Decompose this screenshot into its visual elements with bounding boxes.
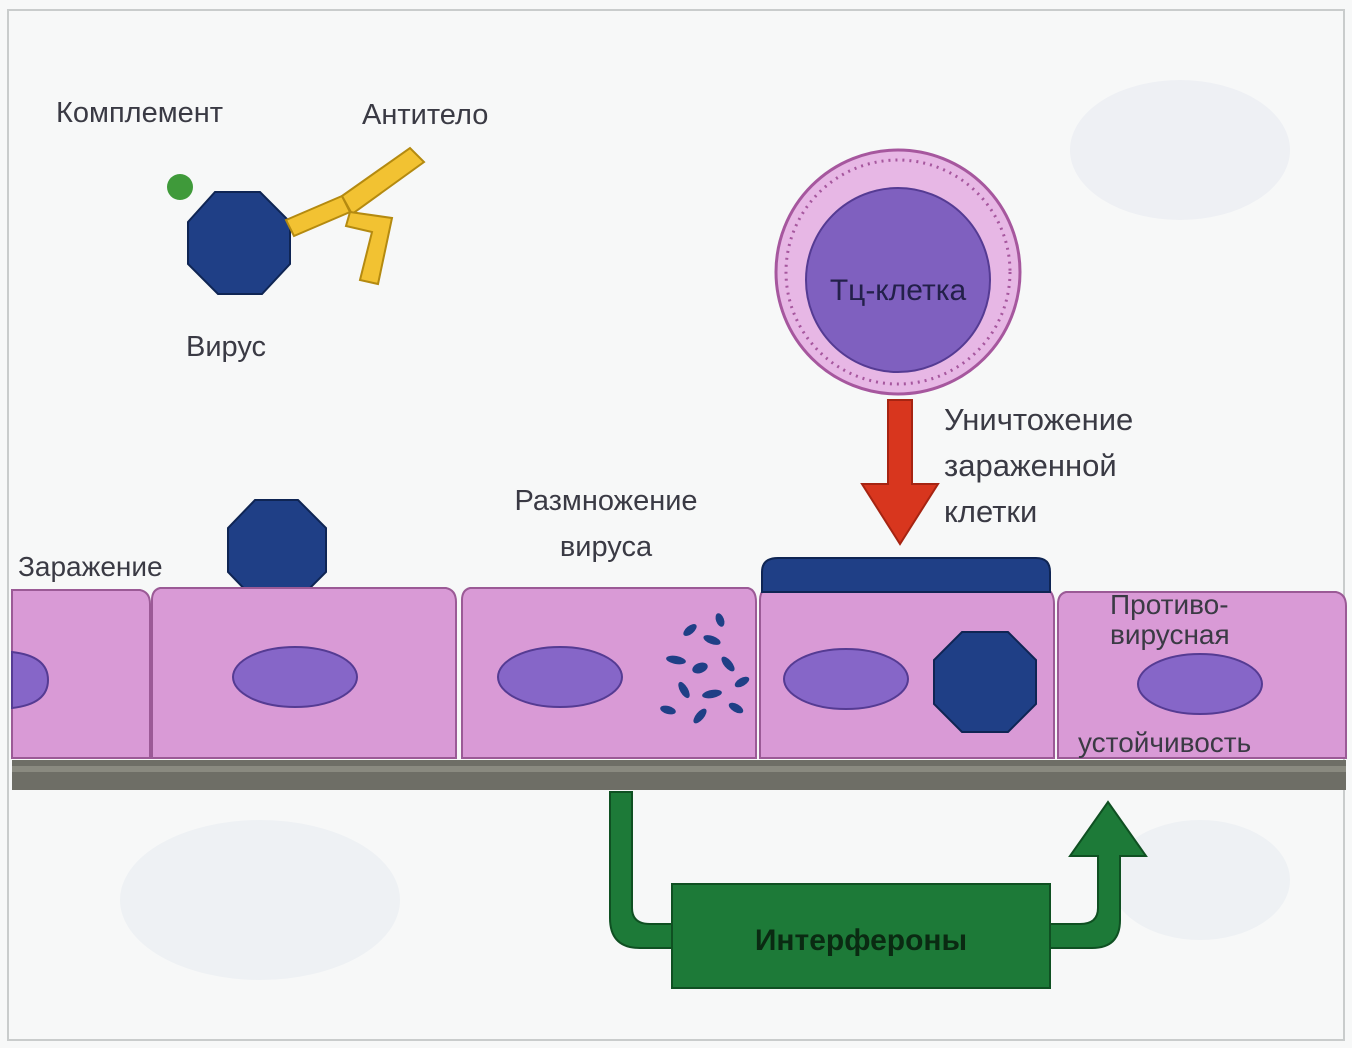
antiviral-label-line1: Противо- [1110, 589, 1229, 620]
bg-blob [1070, 80, 1290, 220]
complement-dot [167, 174, 193, 200]
cell-nucleus [233, 647, 357, 707]
infection-label: Заражение [18, 551, 163, 582]
virus-label: Вирус [186, 331, 266, 363]
intracellular-virus [934, 632, 1036, 732]
destruction-label-line2: зараженной [944, 448, 1117, 483]
replication-label-line2: вируса [560, 531, 653, 563]
infecting-virus [228, 500, 326, 600]
destruction-label-line1: Уничтожение [944, 402, 1133, 437]
cell-nucleus [498, 647, 622, 707]
complement-label: Комплемент [56, 97, 223, 129]
bg-blob [120, 820, 400, 980]
antibody-label: Антитело [362, 99, 488, 131]
destruction-label-line3: клетки [944, 494, 1037, 529]
tc-cell [776, 150, 1020, 394]
tc-cell-label: Тц-клетка [830, 274, 967, 307]
replication-label-line1: Размножение [514, 485, 697, 517]
cell-nucleus [1138, 654, 1262, 714]
interferons-label: Интерфероны [755, 924, 967, 957]
tc-contact-cap [762, 558, 1050, 592]
basement-membrane [12, 760, 1346, 790]
basement-membrane-highlight [12, 766, 1346, 772]
antiviral-label-line2: вирусная [1110, 619, 1230, 650]
cell-nucleus [784, 649, 908, 709]
virus-particle [188, 192, 290, 294]
bg-blob [1110, 820, 1290, 940]
antiviral-label-line3: устойчивость [1078, 727, 1251, 758]
